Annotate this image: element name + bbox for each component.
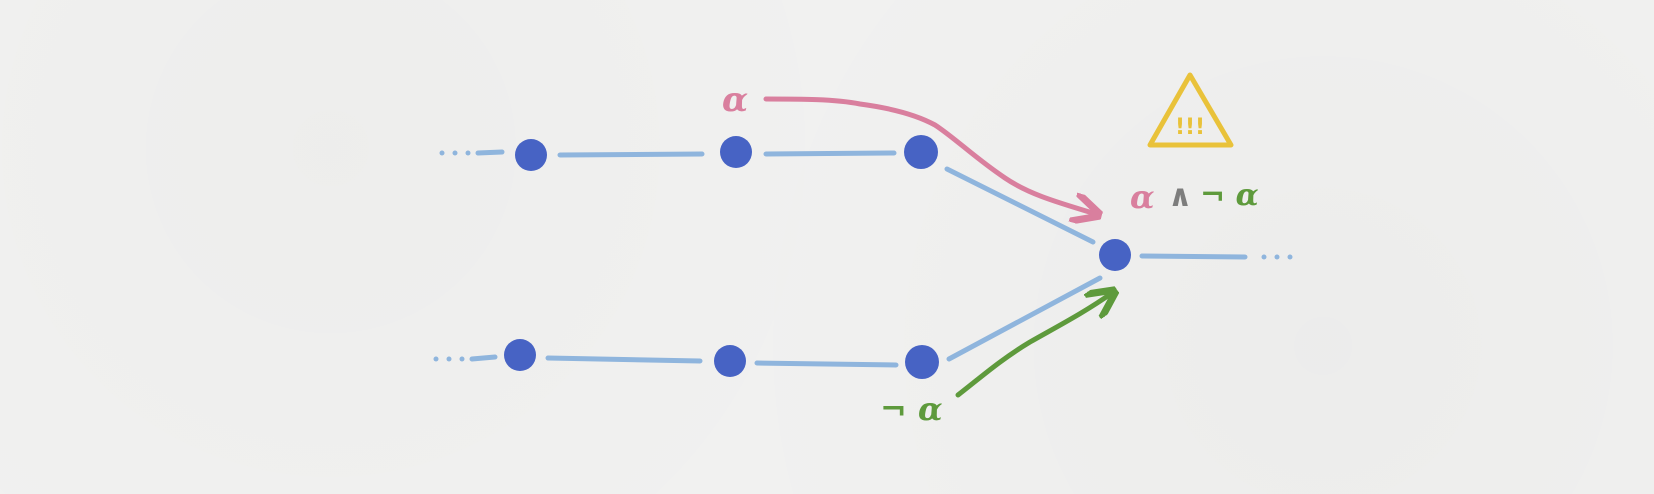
node-bottom-2: [714, 345, 746, 377]
conflict-and: ∧: [1168, 179, 1192, 214]
neg-alpha-label: ¬ α: [880, 390, 943, 428]
conflict-formula: α ∧ ¬ α: [1130, 178, 1259, 216]
alpha-label: α: [722, 80, 748, 120]
top-branch-ellipsis: [439, 149, 505, 156]
node-top-1: [515, 139, 547, 171]
edge-bottom-1-2: [545, 355, 703, 364]
edge-top-2-3: [763, 150, 897, 157]
node-bottom-3: [905, 345, 939, 379]
edge-top-3-merge: [944, 166, 1096, 245]
bottom-branch-ellipsis: [433, 354, 498, 362]
node-top-2: [720, 136, 752, 168]
neg-alpha-arrow: [955, 293, 1112, 398]
warning-triangle-icon: !!!: [1147, 72, 1234, 148]
conflict-neg-alpha: ¬ α: [1200, 178, 1259, 213]
edge-bottom-3-merge: [946, 275, 1103, 362]
warning-marks: !!!: [1175, 115, 1205, 140]
node-merge: [1099, 239, 1131, 271]
merge-tail-ellipsis: [1139, 253, 1293, 260]
edge-top-1-2: [557, 151, 705, 158]
alpha-arrow: [763, 96, 1096, 214]
node-top-3: [904, 135, 938, 169]
node-bottom-1: [504, 339, 536, 371]
conflict-alpha: α: [1130, 178, 1155, 216]
edge-bottom-2-3: [754, 360, 899, 368]
